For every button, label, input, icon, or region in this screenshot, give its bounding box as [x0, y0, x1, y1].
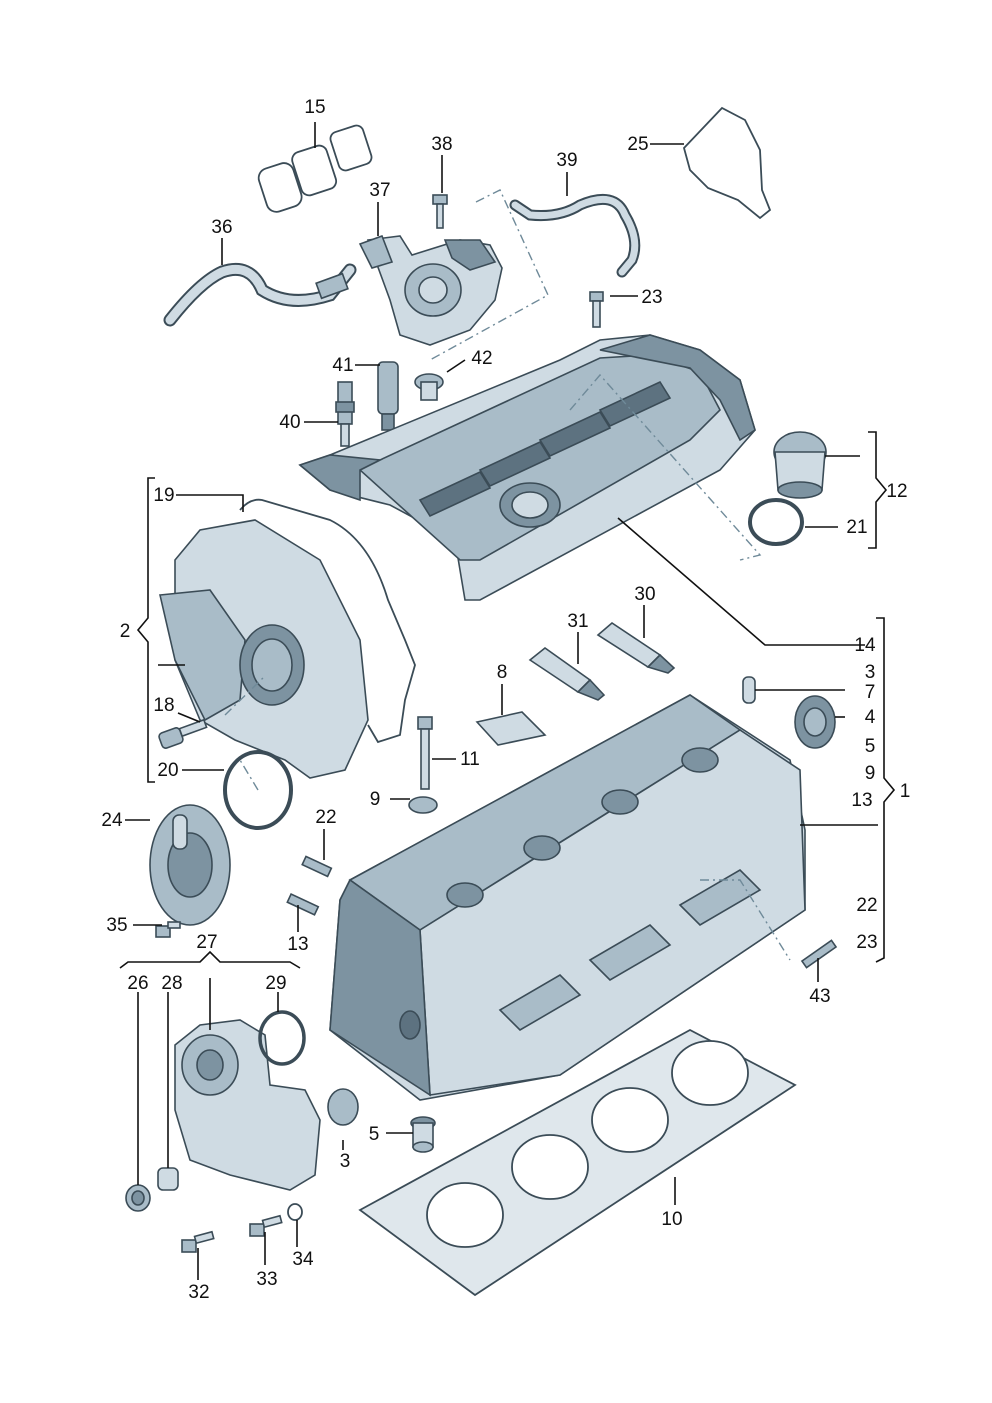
callout-13-right: 13: [851, 790, 872, 811]
cylinder-head-part-1: [329, 694, 806, 1101]
leader-lines: [119, 122, 896, 1280]
callout-23-right: 23: [856, 932, 877, 953]
callout-12: 12: [886, 481, 907, 502]
callout-26: 26: [127, 973, 148, 994]
bolt-part-33: [249, 1214, 283, 1237]
pressure-regulating-valve-part-37: [358, 234, 503, 346]
assembly-guides: [224, 189, 791, 961]
bolt-part-11: [417, 716, 433, 790]
callout-9: 9: [370, 789, 381, 810]
callout-7: 7: [865, 682, 876, 703]
callout-36: 36: [211, 217, 232, 238]
callout-11: 11: [460, 749, 480, 770]
callout-43: 43: [809, 986, 830, 1007]
callout-3: 3: [340, 1151, 351, 1172]
washer-part-9: [408, 796, 438, 814]
sealant-part-30: [596, 621, 676, 674]
callout-35: 35: [106, 915, 127, 936]
callout-14: 14: [854, 635, 876, 656]
callout-29: 29: [265, 973, 286, 994]
callout-22: 22: [315, 807, 336, 828]
callout-24: 24: [101, 810, 123, 831]
callout-8: 8: [497, 662, 508, 683]
pin-part-7: [742, 676, 756, 704]
gasket-part-19: [239, 498, 416, 744]
bolt-part-18: [158, 718, 208, 749]
bolt-part-23: [589, 291, 604, 328]
callout-19: 19: [153, 485, 174, 506]
callout-42: 42: [471, 348, 492, 369]
oil-filler-cap-part-12: [773, 431, 827, 499]
callout-23-top: 23: [641, 287, 662, 308]
callout-27: 27: [196, 932, 217, 953]
seal-part-26: [125, 1184, 151, 1212]
bolt-part-35: [155, 921, 181, 938]
gasket-part-25: [682, 106, 772, 220]
hose-part-39: [509, 193, 641, 278]
callout-2: 2: [120, 621, 131, 642]
head-gasket-part-10: [358, 1028, 797, 1297]
callout-33: 33: [256, 1269, 277, 1290]
callout-21: 21: [846, 517, 867, 538]
callout-15: 15: [304, 97, 325, 118]
bushing-part-28: [157, 1167, 179, 1191]
callout-37: 37: [369, 180, 390, 201]
callout-3-right: 3: [865, 662, 876, 683]
callout-32: 32: [188, 1282, 209, 1303]
stud-part-13: [286, 892, 320, 916]
callout-4: 4: [865, 707, 876, 728]
callout-39: 39: [556, 150, 577, 171]
bushing-part-5: [410, 1116, 436, 1153]
bolt-part-32: [181, 1230, 215, 1253]
callout-34: 34: [292, 1249, 314, 1270]
plug-part-3: [327, 1088, 359, 1126]
callout-9-right: 9: [865, 763, 876, 784]
callout-31: 31: [567, 611, 588, 632]
callout-41: 41: [332, 355, 353, 376]
breather-hose-part-36: [163, 262, 357, 327]
callout-10: 10: [661, 1209, 682, 1230]
sensor-part-41: [377, 361, 399, 431]
callout-20: 20: [157, 760, 178, 781]
timing-chain-cover-part-2: [159, 519, 369, 779]
callout-28: 28: [161, 973, 182, 994]
stud-part-22: [301, 855, 333, 878]
callout-22-right: 22: [856, 895, 877, 916]
washer-part-34: [287, 1203, 303, 1221]
shim-part-8: [475, 711, 547, 746]
pump-housing-part-27: [174, 1019, 321, 1191]
callout-38: 38: [431, 134, 452, 155]
cylinder-head-cover-part-14: [298, 334, 756, 601]
sprocket-part-24: [149, 804, 231, 926]
plug-part-42: [414, 373, 444, 401]
sensor-part-40: [335, 381, 355, 447]
callout-5-right: 5: [865, 736, 876, 757]
gear-part-4: [794, 695, 836, 749]
callout-labels: 15 38 37 36 39 25 23 41 42 40 19 12 21 2…: [101, 97, 910, 1303]
callout-1: 1: [900, 781, 911, 802]
o-ring-part-29: [258, 1010, 306, 1066]
callout-18: 18: [153, 695, 174, 716]
callout-13: 13: [287, 934, 308, 955]
callout-40: 40: [279, 412, 300, 433]
callout-5: 5: [369, 1124, 380, 1145]
bolt-part-38: [432, 194, 448, 229]
stud-part-43: [800, 939, 838, 969]
gasket-set-part-15: [257, 124, 373, 213]
sealant-part-31: [528, 646, 606, 701]
callout-30: 30: [634, 584, 655, 605]
callout-25: 25: [627, 134, 648, 155]
o-ring-part-20: [223, 750, 293, 830]
seal-part-21: [748, 498, 804, 546]
